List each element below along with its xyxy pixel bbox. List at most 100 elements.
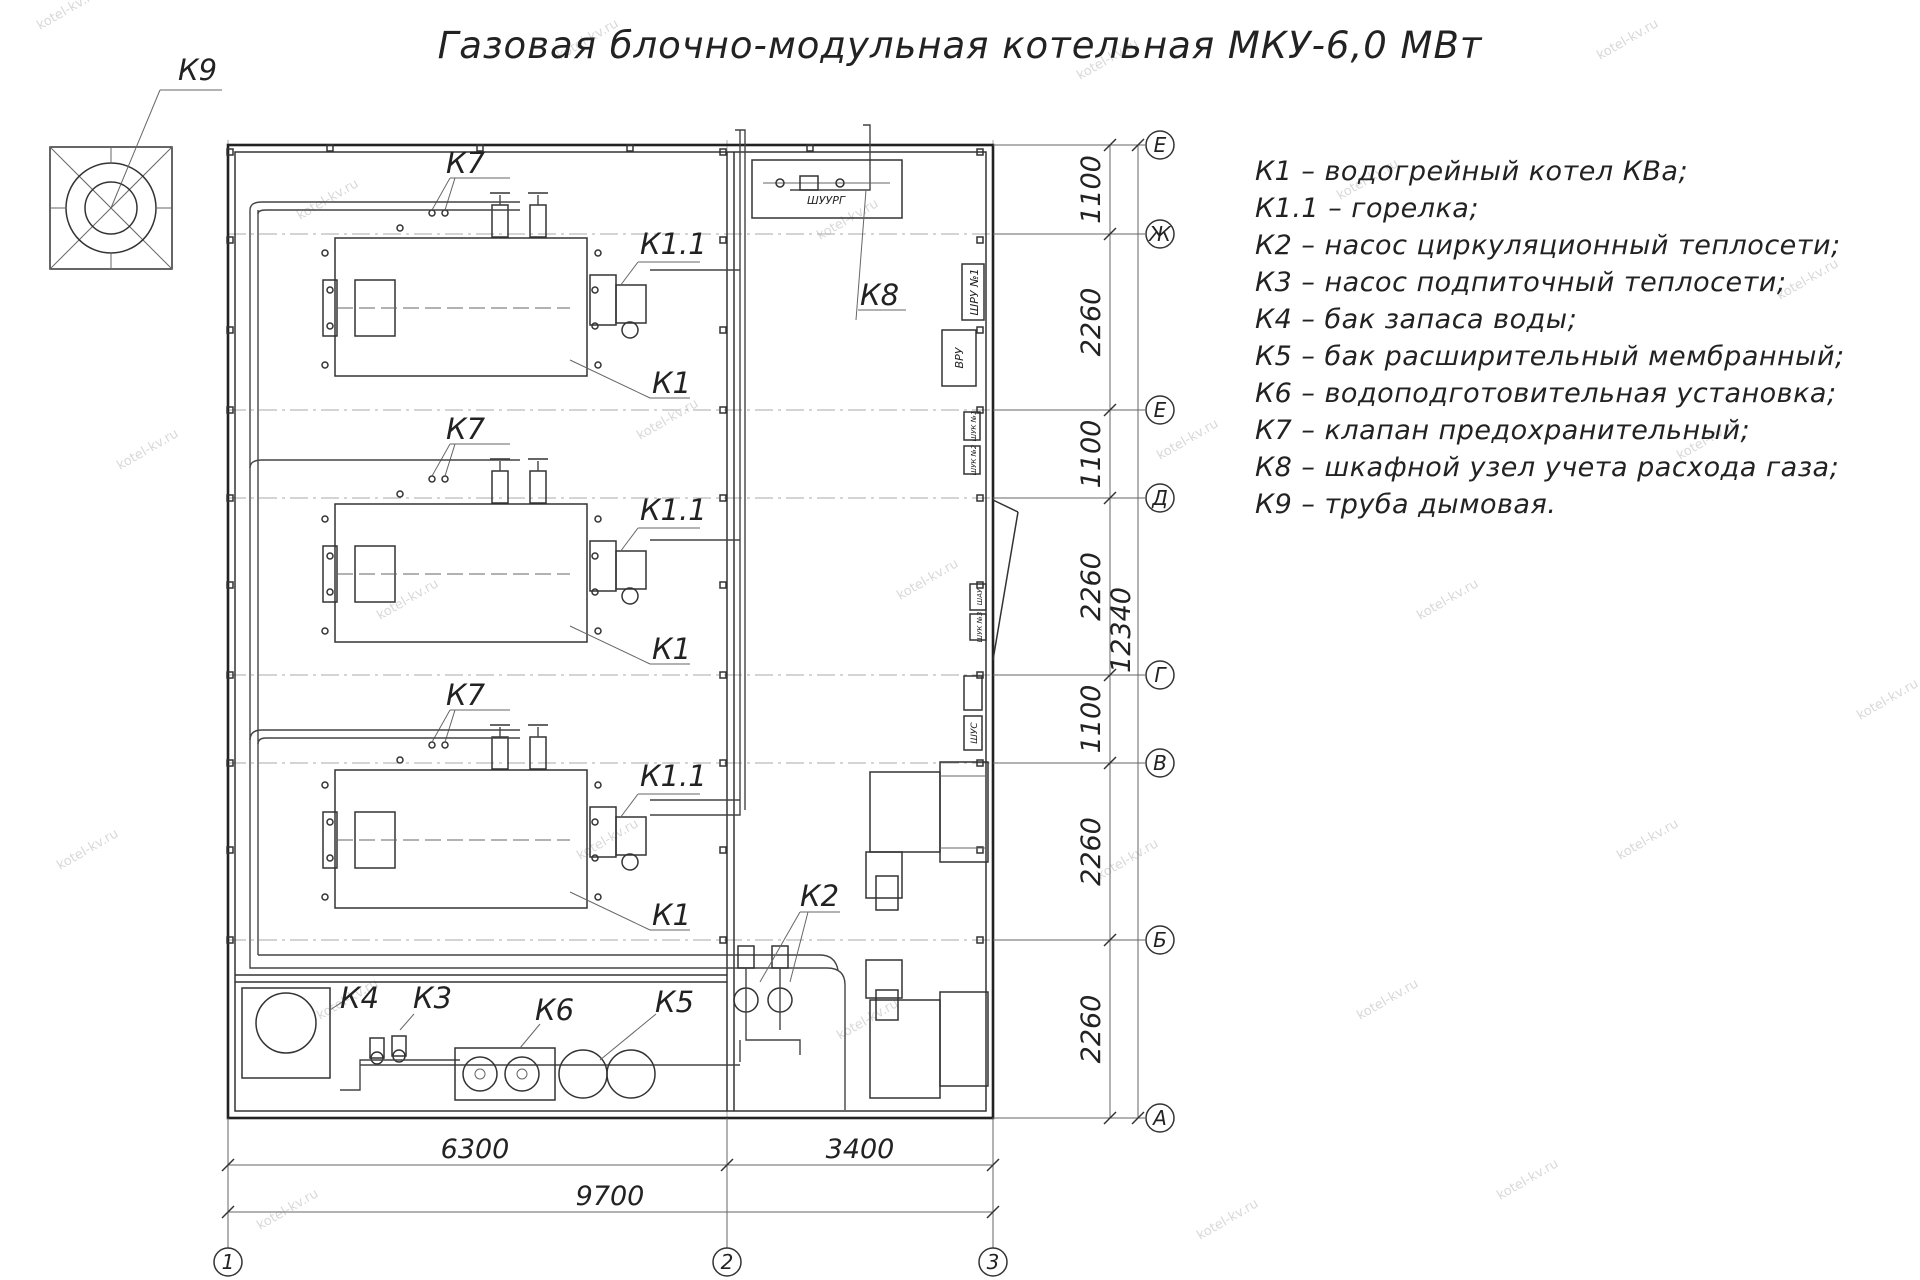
wall-peg [719,671,727,679]
gas-metering-cabinet-k8: ШУУРГ К8 [751,159,906,321]
watermark-text: kotel-kv.ru [635,396,702,443]
ventilation-units [865,761,989,1099]
dim-row-segment: 2260 [1076,995,1107,1064]
panel-shru1: ШРУ №1 [968,268,981,315]
dim-row-segment: 2260 [1076,552,1107,621]
row-axis-circle [1145,130,1175,160]
boiler-body [334,503,588,643]
watermark-text: kotel-kv.ru [1615,816,1682,863]
valve-label-k7: К7 [446,678,486,712]
wall-peg [226,759,234,767]
boiler-body [334,237,588,377]
row-axis-label: Е [1154,133,1167,157]
wall-peg [976,236,984,244]
pump-room-equipment: К4 К3 К6 К5 К2 [241,879,840,1101]
wall-peg [226,846,234,854]
watermark-text: kotel-kv.ru [115,426,182,473]
dim-row-segment: 1100 [1076,155,1107,224]
valve-label-k7: К7 [446,146,486,180]
dim-row-segment: 1100 [1076,685,1107,754]
row-axis-label: Е [1154,398,1167,422]
panel-shuk3: ШУК №3 [976,612,984,643]
k5-label: К5 [655,985,694,1019]
boiler-label-k1: К1 [652,366,691,400]
wall-peg [976,759,984,767]
k6-label: К6 [535,993,574,1027]
wall-peg [976,671,984,679]
legend-item: К8 – шкафной узел учета расхода газа; [1255,452,1839,483]
legend-item: К4 – бак запаса воды; [1255,304,1577,335]
panel-shuk2: ШУК №2 [970,444,978,475]
row-axis-circle [1145,660,1175,690]
chimney-label: К9 [178,53,217,87]
legend-item: К2 – насос циркуляционный теплосети; [1255,230,1841,261]
panel-shuk1: ШУК №1 [970,411,978,442]
row-axis-label: Б [1153,928,1167,952]
boiler-label-k1: К1 [652,898,691,932]
wall-peg [719,759,727,767]
row-axis-circle [1145,925,1175,955]
row-axis-circle [1145,219,1175,249]
column-axis-label: 2 [721,1250,734,1274]
row-axis-circle [1145,1103,1175,1133]
wall-peg [226,671,234,679]
wall-peg [719,936,727,944]
valve-label-k7: К7 [446,412,486,446]
column-axis-circle [978,1247,1008,1277]
row-axis-circle [1145,748,1175,778]
burner-label-k1-1: К1.1 [640,493,707,527]
grid-axes [227,140,1135,1248]
wall-peg [976,494,984,502]
wall-peg [226,236,234,244]
wall-peg [719,846,727,854]
row-axis-circle [1145,395,1175,425]
wall-peg [226,581,234,589]
horizontal-dimensions: 6300 3400 9700 [221,1118,1000,1248]
wall-peg [719,406,727,414]
wall-peg [476,144,484,152]
wall-peg [226,148,234,156]
wall-peg [326,144,334,152]
boiler-body [334,769,588,909]
watermark-text: kotel-kv.ru [895,556,962,603]
panel-vru: ВРУ [953,346,966,368]
boiler-label-k1: К1 [652,632,691,666]
k4-label: К4 [340,981,379,1015]
legend-item: К1 – водогрейный котел КВа; [1255,156,1688,187]
watermark-text: kotel-kv.ru [255,1186,322,1233]
watermark-text: kotel-kv.ru [375,576,442,623]
watermark-text: kotel-kv.ru [1495,1156,1562,1203]
column-axis-circle [213,1247,243,1277]
watermark-text: kotel-kv.ru [1195,1196,1262,1243]
watermark-text: kotel-kv.ru [1415,576,1482,623]
column-axis-circle [712,1247,742,1277]
wall-peg [226,326,234,334]
legend-item: К3 – насос подпиточный теплосети; [1255,267,1786,298]
watermark-text: kotel-kv.ru [1355,976,1422,1023]
legend-item: К9 – труба дымовая. [1255,489,1556,520]
chimney-k9: К9 [49,53,222,270]
legend-item: К1.1 – горелка; [1255,193,1479,224]
row-axis-label: Ж [1147,222,1172,246]
wall-peg [976,148,984,156]
row-axis-label: А [1151,1106,1167,1130]
wall-peg [976,581,984,589]
legend-item: К5 – бак расширительный мембранный; [1255,341,1845,372]
wall-pegs [226,144,984,944]
watermark-text: kotel-kv.ru [55,826,122,873]
row-axis-label: В [1153,751,1167,775]
burner [589,274,617,326]
watermark-text: kotel-kv.ru [295,176,362,223]
panel-shus: ШУС [970,722,980,744]
burner-label-k1-1: К1.1 [640,227,707,261]
wall-peg [719,148,727,156]
wall-peg [976,846,984,854]
legend: К1 – водогрейный котел КВа; К1.1 – горелк… [1255,156,1845,520]
row-axis-circle [1145,483,1175,513]
